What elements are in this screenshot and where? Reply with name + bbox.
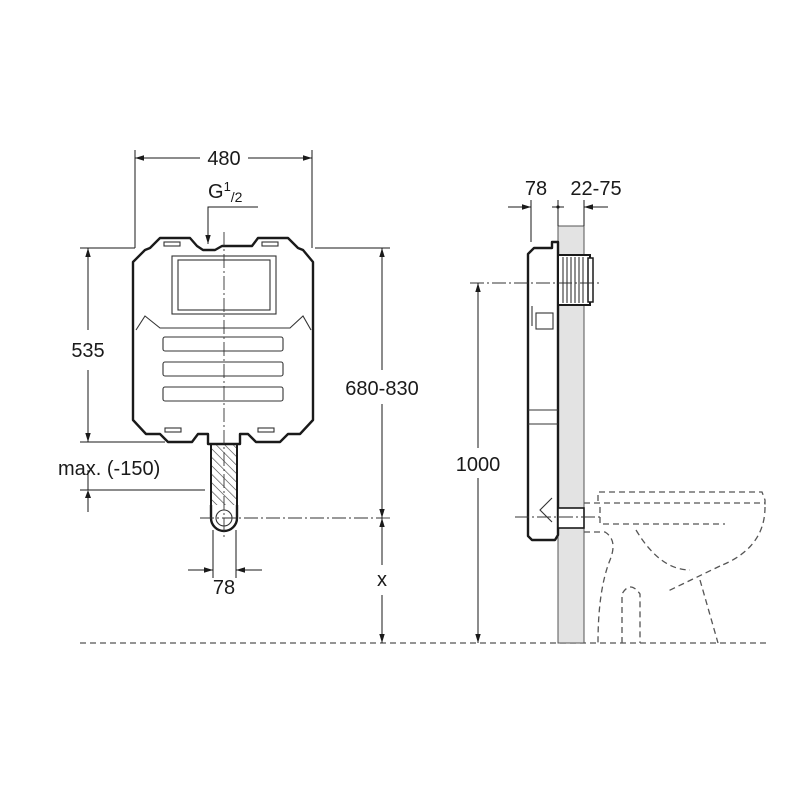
outlet-height-dimension: 680-830 <box>345 378 418 400</box>
width-dimension: 480 <box>207 148 240 170</box>
outlet-fitting <box>557 507 585 529</box>
cistern-depth-dimension: 78 <box>525 178 547 200</box>
height-dimension: 535 <box>71 340 104 362</box>
vent-slat <box>162 386 284 402</box>
vent-slat <box>162 336 284 352</box>
vent-slat <box>162 361 284 377</box>
front-view: 480 G1/2 535 max. (-150) 680-830 x 78 <box>58 148 419 643</box>
side-view: 78 22-75 1000 <box>456 178 766 644</box>
floor-offset-dimension: x <box>377 569 387 591</box>
cistern-side <box>526 240 560 542</box>
inlet-label: G1/2 <box>208 179 243 205</box>
max-adjustment-label: max. (-150) <box>58 458 160 480</box>
toilet-outline <box>584 491 766 644</box>
outlet-width-dimension: 78 <box>213 577 235 599</box>
flush-bend-fitting <box>557 254 594 306</box>
wall-thickness-dimension: 22-75 <box>570 178 621 200</box>
cistern-body <box>131 236 315 446</box>
installation-height-dimension: 1000 <box>456 454 501 476</box>
